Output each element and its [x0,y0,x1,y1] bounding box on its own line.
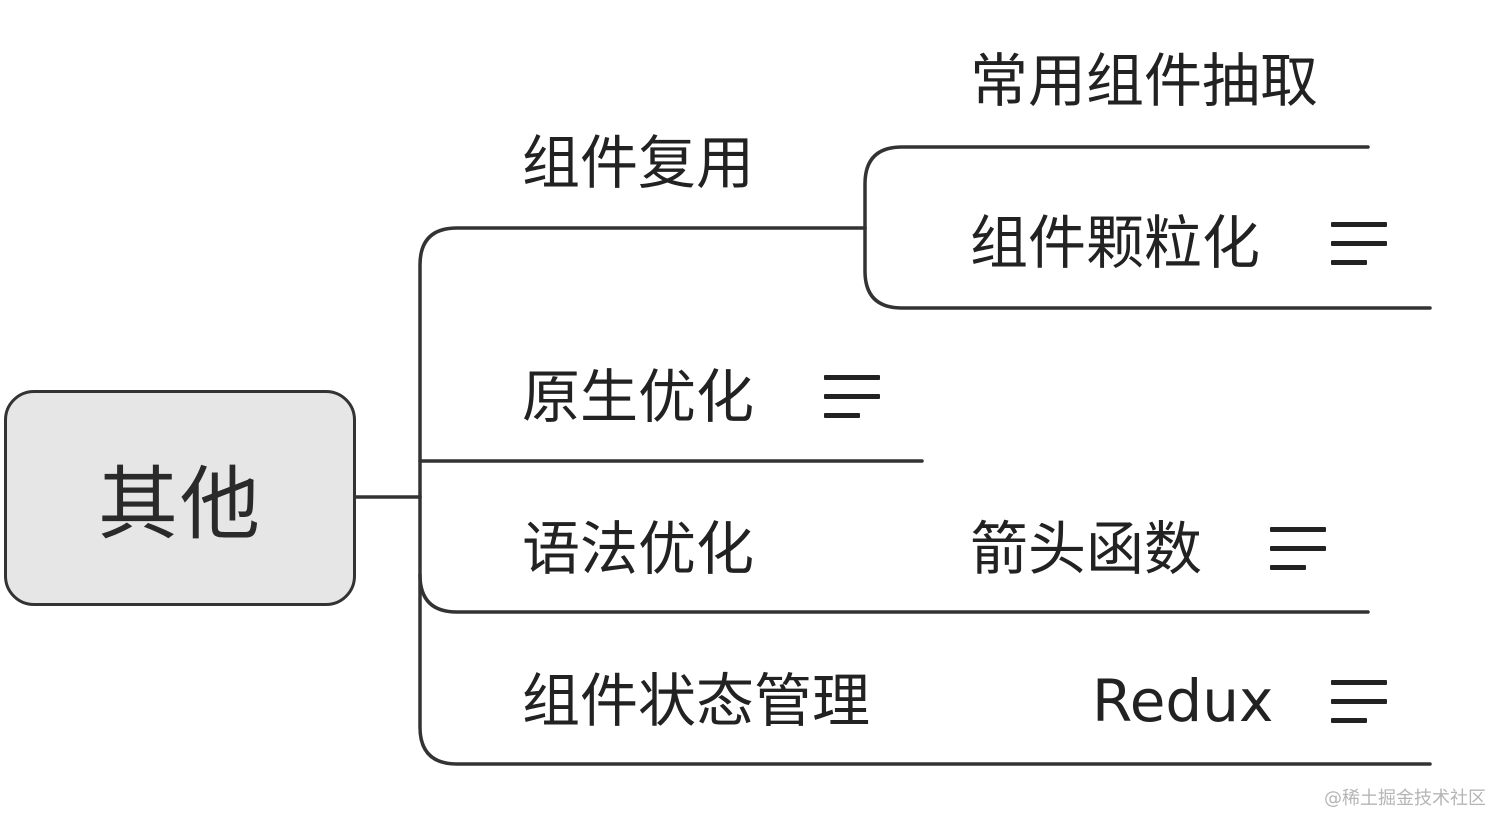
branch-line-state-management [418,573,1432,766]
topic-redux[interactable]: Redux [1092,667,1274,735]
topic-component-granularity[interactable]: 组件颗粒化 [970,209,1261,277]
topic-common-component-extraction[interactable]: 常用组件抽取 [970,47,1319,115]
topic-component-reuse[interactable]: 组件复用 [522,129,755,197]
branch-line-component-reuse [418,226,867,499]
watermark: @稀土掘金技术社区 [1324,788,1486,809]
topic-arrow-functions[interactable]: 箭头函数 [970,515,1203,583]
topic-native-optimization[interactable]: 原生优化 [522,363,755,431]
subbranch-line-common-components [863,145,1370,230]
note-lines-icon[interactable] [1331,222,1387,266]
topic-component-state-management[interactable]: 组件状态管理 [522,667,871,735]
note-lines-icon[interactable] [824,375,880,419]
root-label: 其他 [98,458,262,551]
root-node[interactable]: 其他 [4,390,356,606]
topic-syntax-optimization[interactable]: 语法优化 [522,515,755,583]
note-lines-icon[interactable] [1331,680,1387,724]
note-lines-icon[interactable] [1270,527,1326,571]
subbranch-line-granular-components [863,226,1432,310]
